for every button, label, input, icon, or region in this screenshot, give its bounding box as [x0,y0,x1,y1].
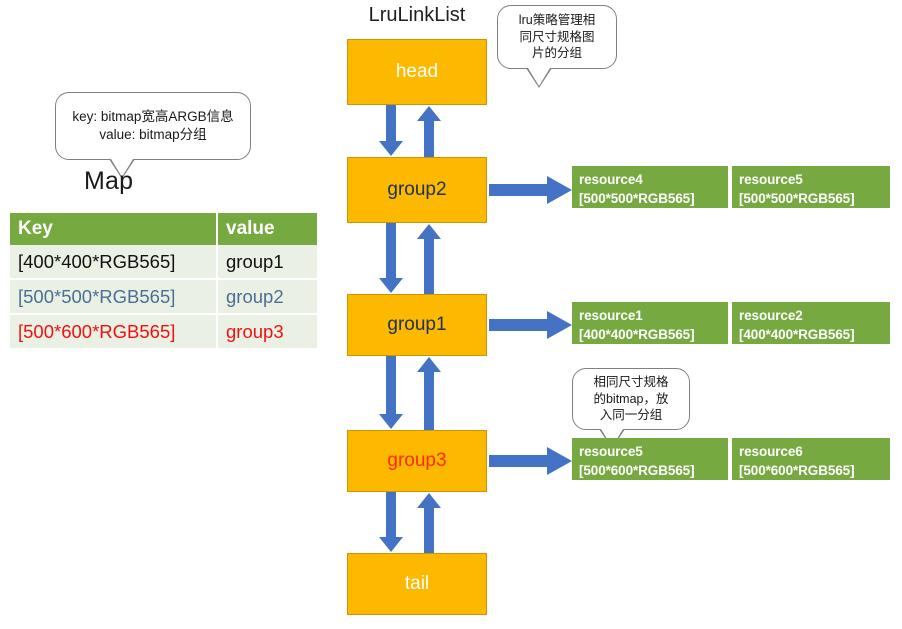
table-row: [500*600*RGB565] group3 [10,314,317,350]
node-label: group2 [387,179,447,200]
table-cell-value: group2 [216,279,317,315]
resource-box: resource5 [500*500*RGB565] [732,166,890,208]
resource-name: resource2 [739,308,803,323]
lru-strategy-callout-tail-inner [528,68,550,86]
table-cell-key: [500*500*RGB565] [10,279,217,315]
arrow-down-group2-group1 [379,223,403,293]
node-label: tail [404,573,430,594]
map-callout-tail-inner [111,159,133,177]
table-header-value: value [216,213,317,245]
arrow-up-group2-head [417,106,441,157]
resource-name: resource5 [579,444,643,459]
table-cell-key: [400*400*RGB565] [10,245,217,280]
same-size-callout-bubble: 相同尺寸规格 的bitmap，放 入同一分组 [572,368,690,449]
map-callout-text: key: bitmap宽高ARGB信息 value: bitmap分组 [72,109,234,142]
lru-strategy-callout-text: lru策略管理相 同尺寸规格图 片的分组 [518,13,596,61]
resource-spec: [500*600*RGB565] [739,462,855,478]
arrow-group3-to-resources [489,447,572,475]
node-group2[interactable]: group2 [347,157,487,223]
table-cell-key: [500*600*RGB565] [10,314,217,350]
node-group1[interactable]: group1 [347,294,487,356]
node-label: group3 [387,450,447,471]
resource-spec: [500*500*RGB565] [739,190,855,206]
table-row: [400*400*RGB565] group1 [10,245,317,280]
table-row: [500*500*RGB565] group2 [10,279,317,315]
arrow-up-tail-group3 [417,493,441,553]
lru-strategy-callout-bubble: lru策略管理相 同尺寸规格图 片的分组 [497,5,617,88]
table-cell-value: group3 [216,314,317,350]
node-label: group1 [387,314,447,335]
resource-box: resource1 [400*400*RGB565] [572,302,728,344]
resource-box: resource5 [500*600*RGB565] [572,438,728,480]
resource-spec: [500*500*RGB565] [579,190,695,206]
resource-name: resource6 [739,444,803,459]
arrow-group1-to-resources [489,311,572,339]
table-header-key: Key [10,213,217,245]
resource-name: resource1 [579,308,643,323]
resource-name: resource4 [579,172,643,187]
resource-box: resource6 [500*600*RGB565] [732,438,890,480]
arrow-up-group1-group2 [417,224,441,294]
node-group3[interactable]: group3 [347,430,487,492]
table-header-row: Key value [10,213,317,245]
arrow-group2-to-resources [489,176,572,204]
arrow-down-head-group2 [379,105,403,156]
same-size-callout-text: 相同尺寸规格 的bitmap，放 入同一分组 [593,375,669,423]
resource-spec: [500*600*RGB565] [579,462,695,478]
node-label: head [395,61,439,82]
node-tail[interactable]: tail [347,553,487,615]
arrow-up-group3-group1 [417,357,441,430]
arrow-down-group1-group3 [379,356,403,429]
map-table: Key value [400*400*RGB565] group1 [500*5… [10,213,317,350]
map-callout-bubble: key: bitmap宽高ARGB信息 value: bitmap分组 [55,92,251,179]
resource-spec: [400*400*RGB565] [579,326,695,342]
arrow-down-group3-tail [379,492,403,552]
map-label: Map [84,167,134,195]
resource-spec: [400*400*RGB565] [739,326,855,342]
resource-box: resource4 [500*500*RGB565] [572,166,728,208]
table-cell-value: group1 [216,245,317,280]
resource-box: resource2 [400*400*RGB565] [732,302,890,344]
node-head[interactable]: head [347,39,487,105]
page-title: LruLinkList [368,4,466,26]
resource-name: resource5 [739,172,803,187]
